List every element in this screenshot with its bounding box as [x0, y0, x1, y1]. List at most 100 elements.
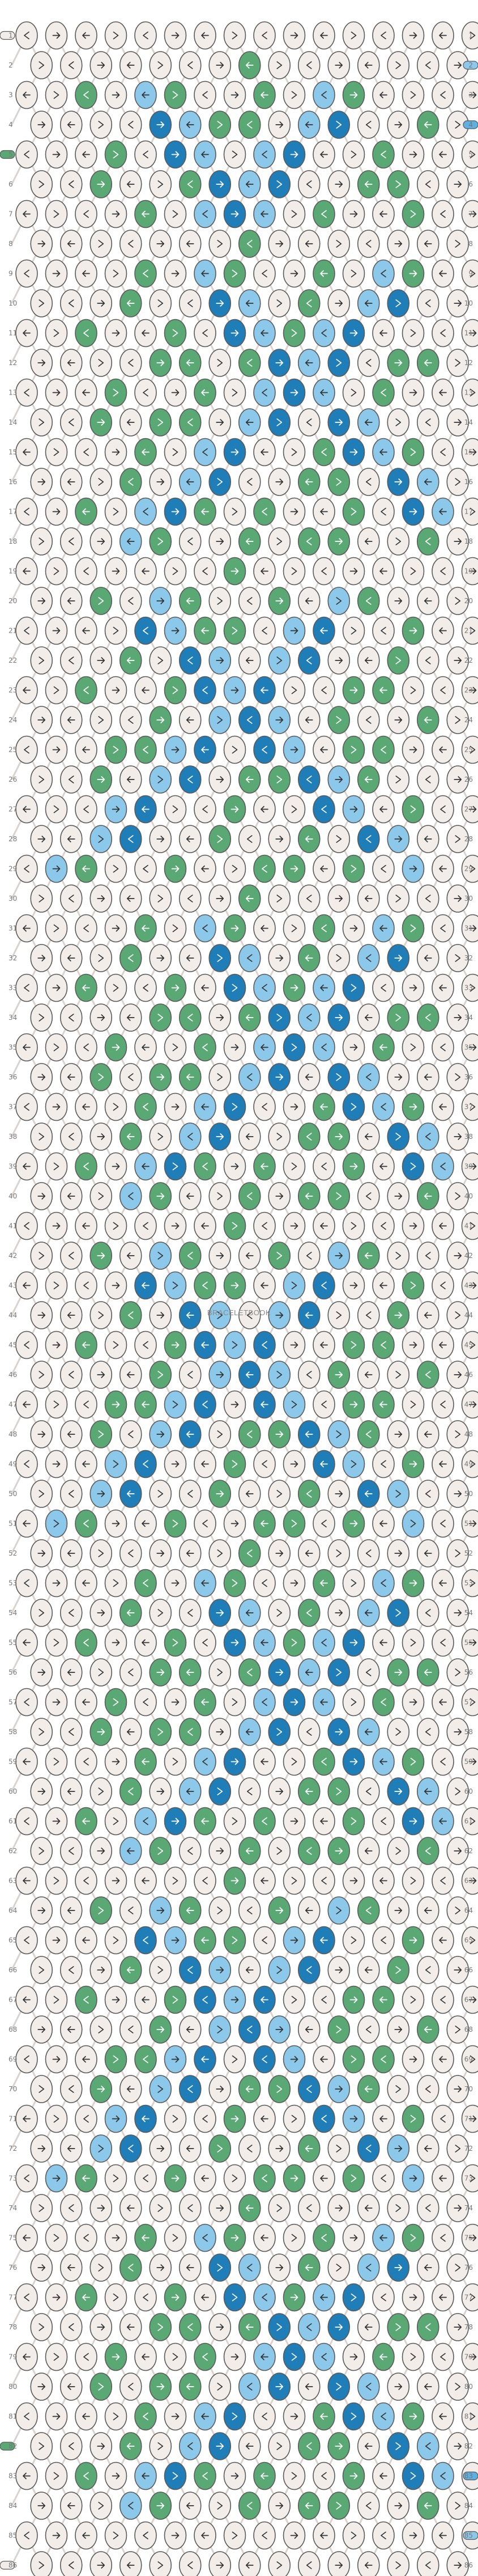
knot[interactable]	[238, 2075, 261, 2103]
knot[interactable]	[297, 1956, 321, 1984]
knot[interactable]	[461, 735, 478, 764]
knot[interactable]	[253, 2223, 276, 2252]
knot[interactable]	[59, 825, 83, 853]
knot[interactable]	[446, 2134, 470, 2163]
knot[interactable]	[357, 1063, 380, 1091]
knot[interactable]	[194, 1092, 216, 1121]
knot[interactable]	[313, 1688, 335, 1717]
knot[interactable]	[446, 646, 470, 675]
knot[interactable]	[313, 2045, 335, 2074]
knot[interactable]	[416, 349, 439, 377]
knot[interactable]	[223, 1450, 246, 1478]
knot[interactable]	[402, 676, 425, 705]
knot[interactable]	[30, 706, 53, 734]
knot[interactable]	[268, 289, 291, 317]
knot[interactable]	[387, 408, 410, 437]
knot[interactable]	[164, 1985, 187, 2014]
knot[interactable]	[327, 587, 351, 615]
knot[interactable]	[223, 1628, 246, 1657]
knot[interactable]	[387, 468, 410, 496]
knot[interactable]	[327, 1480, 351, 1508]
knot[interactable]	[45, 1450, 68, 1478]
knot[interactable]	[30, 2015, 53, 2044]
knot[interactable]	[30, 884, 53, 913]
knot[interactable]	[357, 408, 380, 437]
knot[interactable]	[15, 914, 38, 943]
knot[interactable]	[253, 1092, 276, 1121]
knot[interactable]	[297, 111, 321, 139]
knot[interactable]	[342, 1807, 365, 1836]
knot[interactable]	[342, 2104, 365, 2133]
knot[interactable]	[342, 1152, 365, 1181]
knot[interactable]	[89, 2253, 113, 2282]
knot[interactable]	[223, 1747, 246, 1776]
knot[interactable]	[164, 200, 187, 228]
knot[interactable]	[446, 1242, 470, 1270]
knot[interactable]	[89, 1242, 113, 1270]
knot[interactable]	[461, 1926, 478, 1955]
knot[interactable]	[357, 527, 380, 556]
knot[interactable]	[164, 557, 187, 586]
knot[interactable]	[134, 2104, 157, 2133]
knot[interactable]	[178, 1242, 202, 1270]
knot[interactable]	[357, 1361, 380, 1389]
knot[interactable]	[461, 676, 478, 705]
knot[interactable]	[432, 259, 454, 288]
knot[interactable]	[297, 944, 321, 972]
knot[interactable]	[402, 1569, 425, 1598]
knot[interactable]	[134, 259, 157, 288]
knot[interactable]	[15, 973, 38, 1002]
knot[interactable]	[149, 1182, 172, 1210]
knot[interactable]	[283, 200, 306, 228]
knot[interactable]	[432, 1569, 454, 1598]
knot[interactable]	[372, 616, 395, 645]
knot[interactable]	[119, 1896, 142, 1925]
knot[interactable]	[432, 1211, 454, 1240]
knot[interactable]	[432, 1866, 454, 1895]
knot[interactable]	[357, 1658, 380, 1687]
knot[interactable]	[89, 1599, 113, 1627]
knot[interactable]	[208, 1896, 232, 1925]
knot[interactable]	[164, 676, 187, 705]
knot[interactable]	[194, 378, 216, 407]
knot[interactable]	[178, 1718, 202, 1746]
knot[interactable]	[149, 1956, 172, 1984]
knot[interactable]	[297, 527, 321, 556]
knot[interactable]	[119, 1777, 142, 1806]
knot[interactable]	[416, 1361, 439, 1389]
knot[interactable]	[149, 408, 172, 437]
knot[interactable]	[89, 468, 113, 496]
knot[interactable]	[223, 795, 246, 824]
knot[interactable]	[253, 1688, 276, 1717]
knot[interactable]	[149, 1539, 172, 1567]
knot[interactable]	[223, 2045, 246, 2074]
knot[interactable]	[75, 1033, 97, 1062]
knot[interactable]	[297, 1777, 321, 1806]
knot[interactable]	[75, 2164, 97, 2193]
knot[interactable]	[75, 378, 97, 407]
knot[interactable]	[402, 795, 425, 824]
knot[interactable]	[164, 438, 187, 467]
knot[interactable]	[134, 1628, 157, 1657]
knot[interactable]	[313, 735, 335, 764]
knot[interactable]	[387, 646, 410, 675]
knot[interactable]	[104, 1747, 127, 1776]
knot[interactable]	[253, 1866, 276, 1895]
knot[interactable]	[313, 795, 335, 824]
knot[interactable]	[372, 438, 395, 467]
knot[interactable]	[253, 914, 276, 943]
knot[interactable]	[45, 259, 68, 288]
knot[interactable]	[223, 676, 246, 705]
knot[interactable]	[15, 735, 38, 764]
knot[interactable]	[45, 80, 68, 109]
knot[interactable]	[75, 616, 97, 645]
knot[interactable]	[372, 1331, 395, 1359]
knot[interactable]	[342, 616, 365, 645]
knot[interactable]	[446, 1182, 470, 1210]
knot[interactable]	[327, 1956, 351, 1984]
knot[interactable]	[104, 1152, 127, 1181]
knot[interactable]	[59, 1122, 83, 1151]
knot[interactable]	[372, 1926, 395, 1955]
knot[interactable]	[313, 854, 335, 883]
knot[interactable]	[253, 557, 276, 586]
